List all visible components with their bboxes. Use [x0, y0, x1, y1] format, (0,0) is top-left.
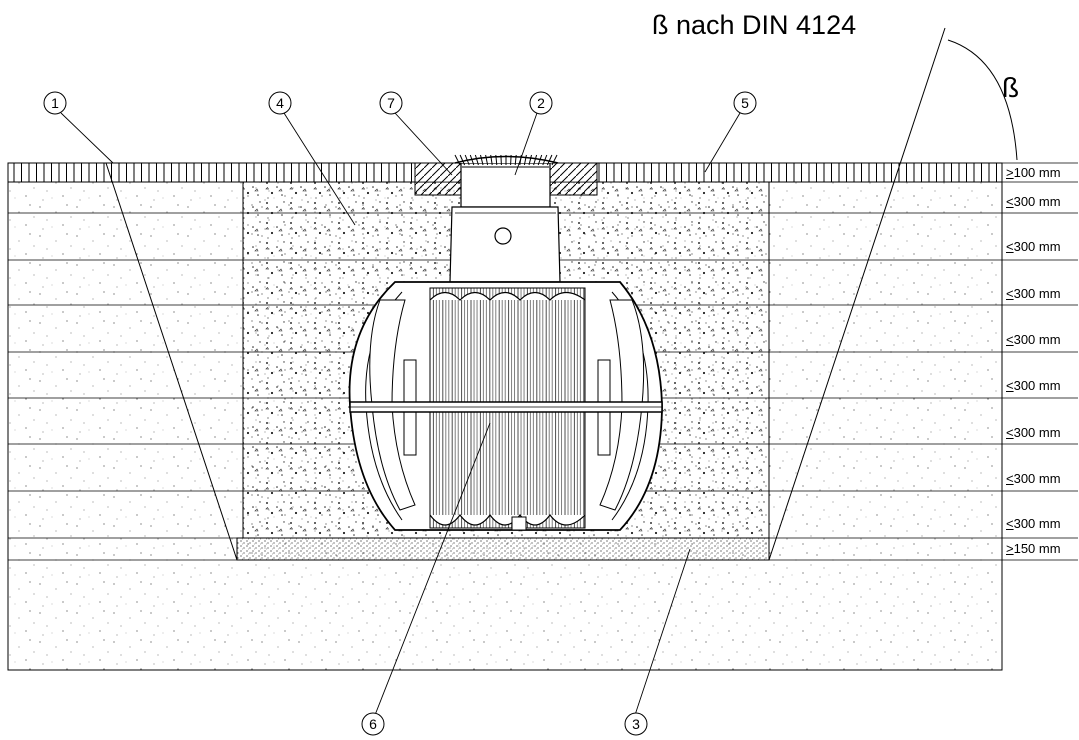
callout-markers [43, 91, 757, 736]
diagram-title: ß nach DIN 4124 [652, 10, 857, 40]
callout-6: 6 [369, 716, 377, 732]
tank-body [348, 281, 663, 531]
layer-dimension: >150 mm [1006, 541, 1061, 556]
slope-angle-label: ß [1002, 72, 1020, 103]
layer-dimension: <300 mm [1006, 516, 1061, 531]
layer-dimension: <300 mm [1006, 425, 1061, 440]
layer-dimension: <300 mm [1006, 378, 1061, 393]
tank-shaft [449, 154, 561, 283]
layer-dimension: <300 mm [1006, 239, 1061, 254]
layer-dimension: <300 mm [1006, 286, 1061, 301]
callout-4: 4 [276, 95, 284, 111]
callout-3: 3 [632, 716, 640, 732]
layer-dimension: <300 mm [1006, 194, 1061, 209]
layer-dimension: <300 mm [1006, 332, 1061, 347]
layer-dimension: >100 mm [1006, 165, 1061, 180]
frame-ring [547, 162, 598, 196]
base-layer [236, 537, 770, 561]
callout-5: 5 [741, 95, 749, 111]
callout-1: 1 [51, 95, 59, 111]
frame-ring [414, 162, 464, 196]
layer-dimension: <300 mm [1006, 471, 1061, 486]
leader-lines [60, 112, 741, 716]
callout-7: 7 [387, 95, 395, 111]
callout-2: 2 [537, 95, 545, 111]
slope-lines [105, 27, 946, 561]
slope-angle-arc [947, 39, 1018, 161]
